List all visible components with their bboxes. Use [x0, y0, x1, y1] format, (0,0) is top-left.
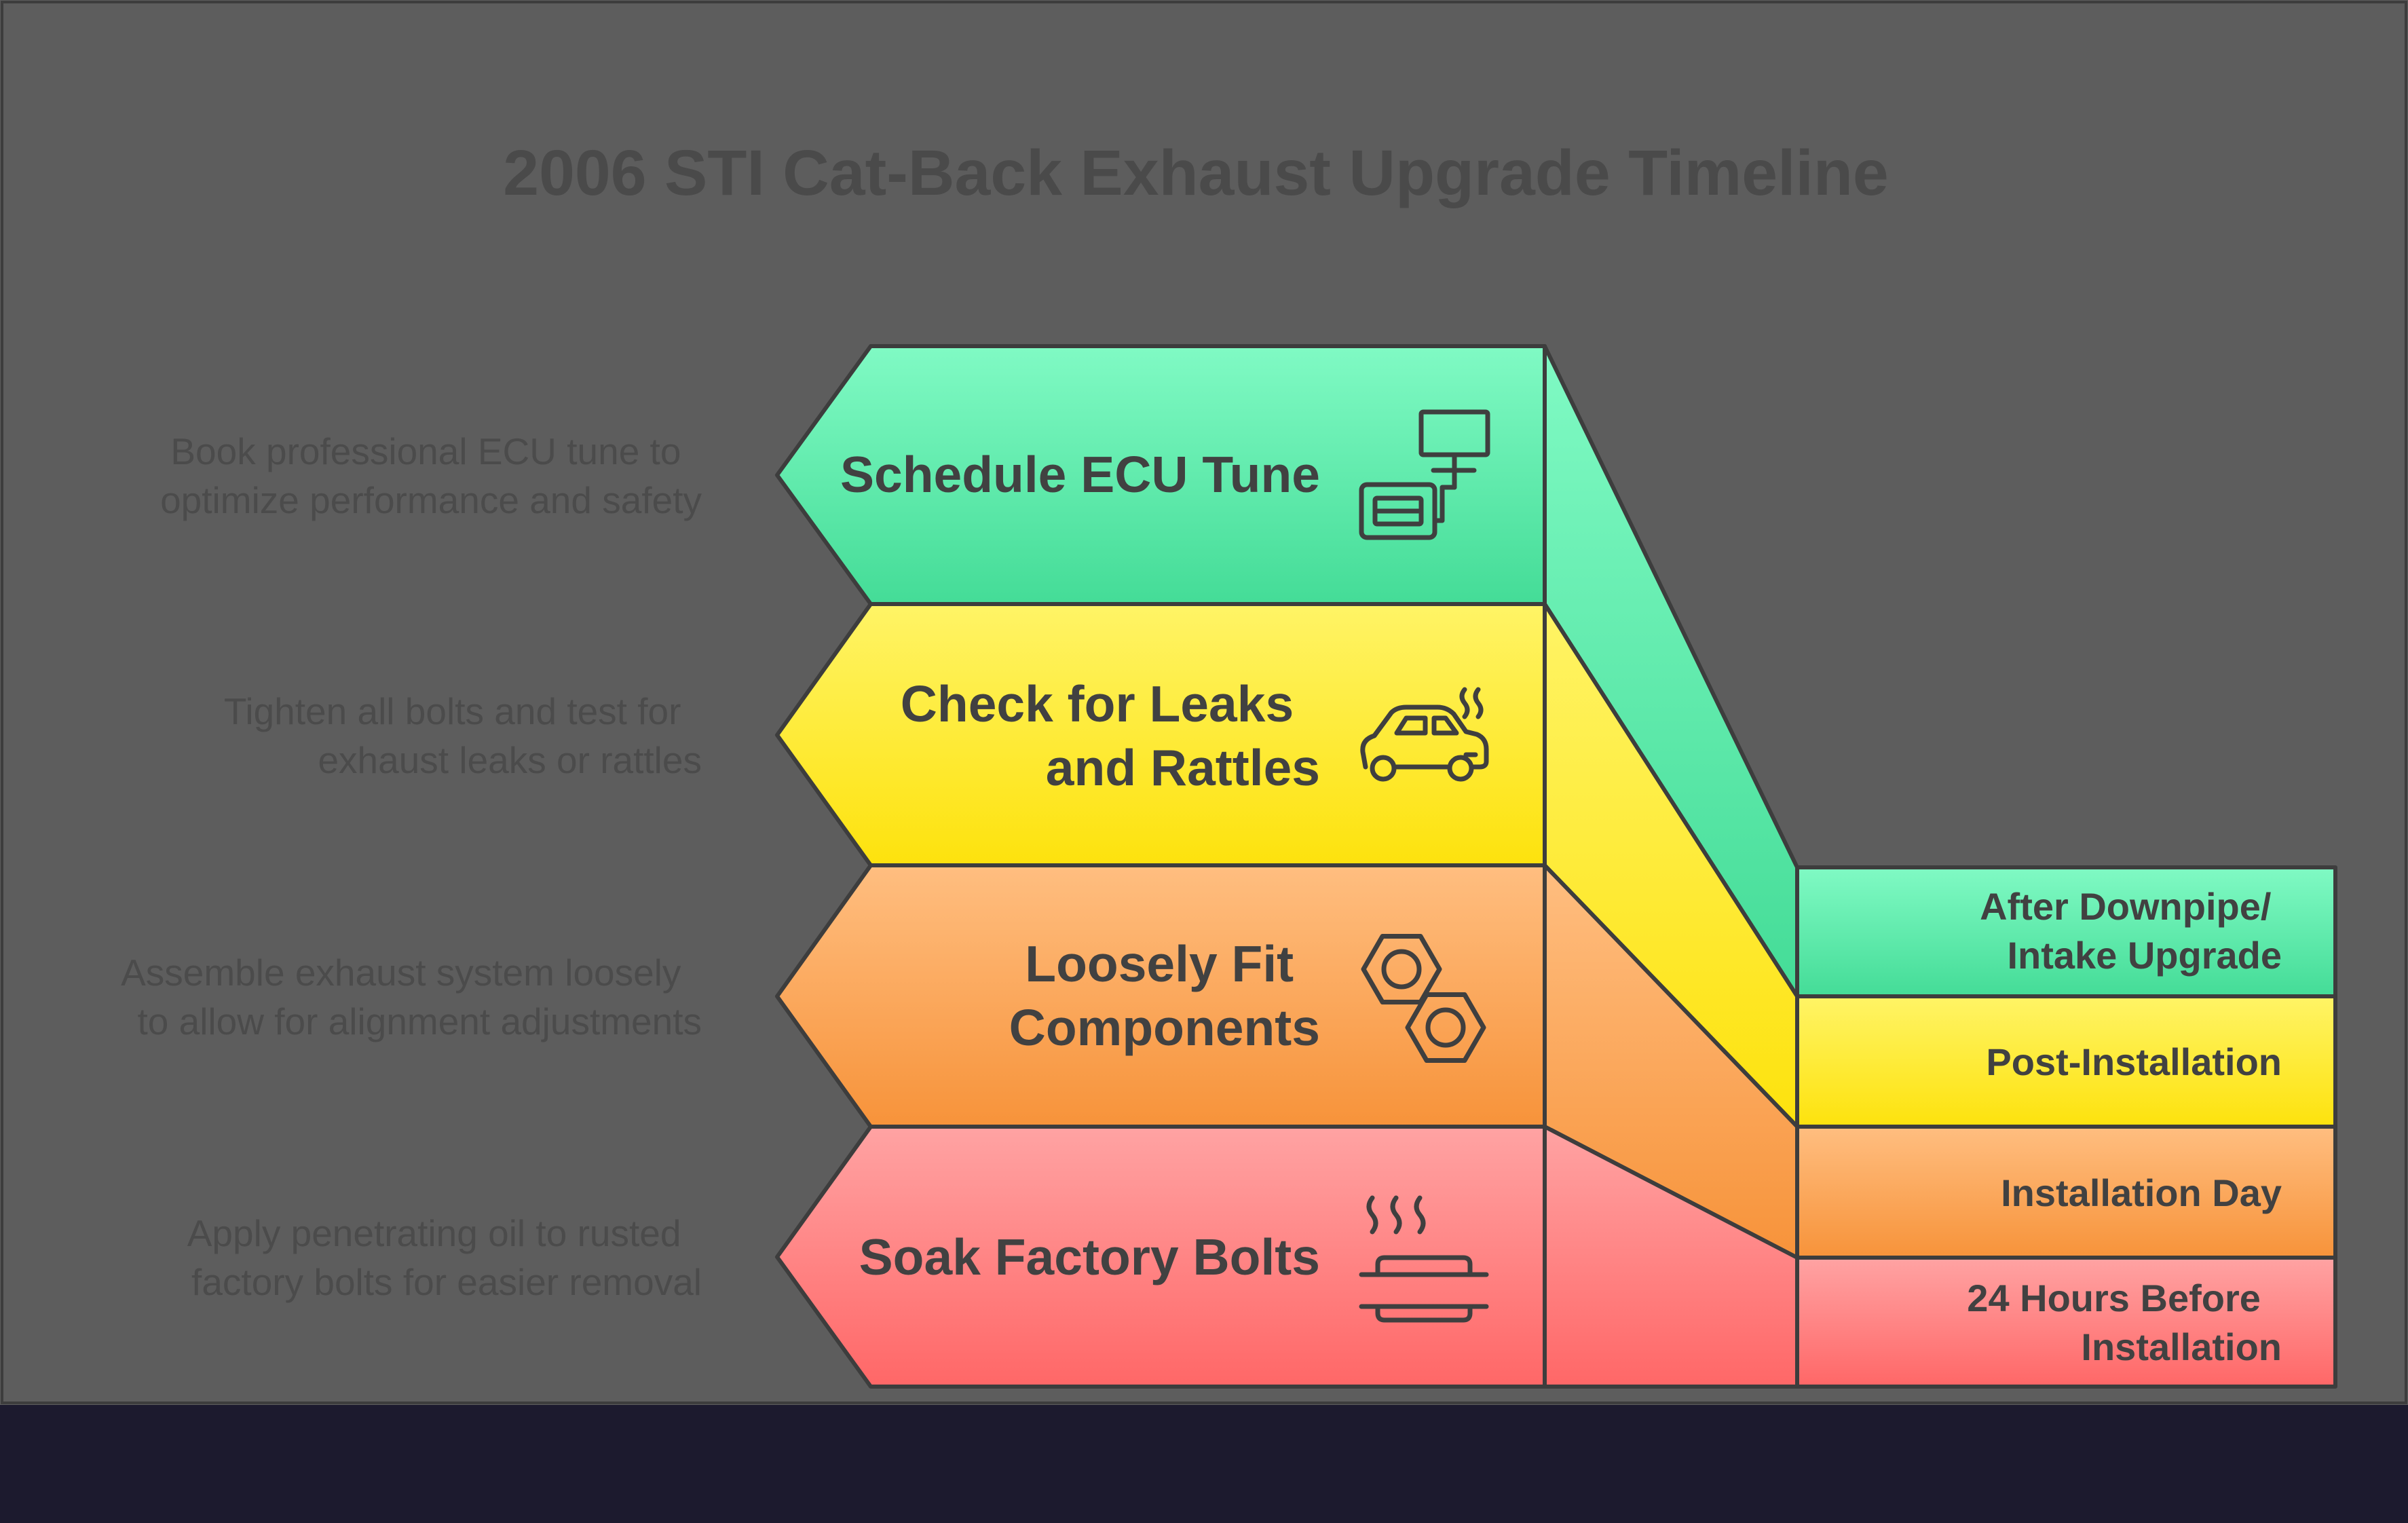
step-title-check-leaks: Check for Leaks and Rattles — [901, 675, 1320, 796]
hex-nut-hole — [1381, 949, 1422, 990]
step-title-schedule-ecu-tune: Schedule ECU Tune — [840, 446, 1320, 503]
timing-box-installation-day — [1795, 1125, 2337, 1260]
step-chevron-check-leaks — [775, 602, 1547, 867]
hex-nut-hole — [1425, 1007, 1466, 1048]
step-title-loosely-fit: Loosely Fit Components — [1009, 935, 1320, 1056]
car-exhaust-smoke-icon — [1360, 687, 1489, 782]
timing-label-after-downpipe: After Downpipe/ Intake Upgrade — [1980, 885, 2282, 977]
diagram-border — [1, 1, 2407, 1404]
timing-box-post-installation — [1795, 994, 2337, 1129]
ecu-tuning-computer-icon — [1359, 409, 1490, 540]
hex-nuts-icon — [1361, 934, 1486, 1063]
soaking-bath-icon — [1359, 1195, 1489, 1323]
footer-bar — [0, 1405, 2408, 1523]
step-title-soak-bolts: Soak Factory Bolts — [859, 1228, 1320, 1285]
step-description-schedule-ecu-tune: Book professional ECU tune to optimize p… — [160, 430, 702, 521]
step-description-loosely-fit: Assemble exhaust system loosely to allow… — [121, 952, 702, 1042]
timing-label-installation-day: Installation Day — [2001, 1171, 2282, 1214]
timing-label-post-installation: Post-Installation — [1986, 1040, 2282, 1083]
timing-box-24-hours-before — [1795, 1256, 2337, 1389]
timing-box-after-downpipe — [1795, 865, 2337, 998]
diagram-title: 2006 STI Cat-Back Exhaust Upgrade Timeli… — [503, 137, 1888, 209]
step-description-soak-bolts: Apply penetrating oil to rusted factory … — [187, 1212, 702, 1303]
step-description-check-leaks: Tighten all bolts and test for exhaust l… — [224, 690, 702, 781]
hex-nut-shape — [1405, 992, 1486, 1063]
step-chevron-soak-bolts — [775, 1125, 1547, 1389]
timing-label-24-hours-before: 24 Hours Before Installation — [1967, 1277, 2282, 1368]
